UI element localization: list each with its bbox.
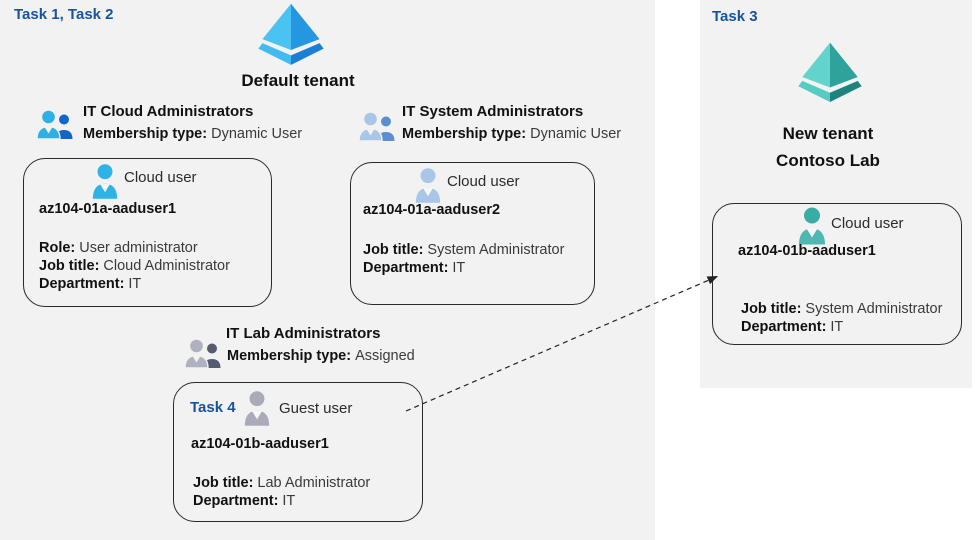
user-name: az104-01b-aaduser1 xyxy=(191,436,329,452)
field-value: IT xyxy=(128,276,142,292)
user-icon-steelblue xyxy=(414,167,442,203)
default-tenant-title: Default tenant xyxy=(241,71,355,90)
user-icon-blue xyxy=(91,163,119,199)
user-card-az104-01a-aaduser1: Cloud user az104-01a-aaduser1 Role:User … xyxy=(23,158,272,307)
field-value: Cloud Administrator xyxy=(103,258,230,274)
field-label: Job title: xyxy=(39,258,100,274)
field-value: IT xyxy=(282,493,296,509)
field-role: Role:User administrator xyxy=(39,240,198,256)
field-label: Role: xyxy=(39,240,76,256)
membership-value: Dynamic User xyxy=(530,126,622,142)
task-3-label: Task 3 xyxy=(712,8,758,25)
membership-value: Dynamic User xyxy=(211,126,303,142)
field-department: Department:IT xyxy=(39,276,141,292)
field-job-title: Job title:Lab Administrator xyxy=(193,475,370,491)
group-title-it-system-admins: IT System Administrators xyxy=(402,103,584,120)
group-membership-it-system-admins: Membership type:Dynamic User xyxy=(402,126,621,142)
membership-label: Membership type: xyxy=(402,126,527,142)
field-value: IT xyxy=(452,260,466,276)
group-title-it-lab-admins: IT Lab Administrators xyxy=(226,325,381,342)
field-value: Lab Administrator xyxy=(257,475,371,491)
field-label: Job title: xyxy=(363,242,424,258)
people-group-icon-gray xyxy=(184,338,222,370)
field-value: System Administrator xyxy=(427,242,565,258)
task-1-2-label: Task 1, Task 2 xyxy=(14,6,114,23)
field-label: Job title: xyxy=(741,301,802,317)
default-tenant-panel xyxy=(0,0,655,540)
field-label: Department: xyxy=(741,319,827,335)
field-department: Department:IT xyxy=(193,493,295,509)
user-name: az104-01a-aaduser1 xyxy=(39,201,177,217)
field-label: Department: xyxy=(39,276,125,292)
field-department: Department:IT xyxy=(363,260,465,276)
user-name: az104-01a-aaduser2 xyxy=(363,202,501,218)
user-card-az104-01a-aaduser2: Cloud user az104-01a-aaduser2 Job title:… xyxy=(350,162,595,305)
guest-user-card-az104-01b-aaduser1: Task 4 Guest user az104-01b-aaduser1 Job… xyxy=(173,382,423,522)
user-type-label: Guest user xyxy=(279,400,353,417)
azure-ad-tenant-icon-blue xyxy=(257,3,325,67)
field-job-title: Job title:System Administrator xyxy=(741,301,942,317)
new-tenant-title-line2: Contoso Lab xyxy=(776,151,880,170)
task-4-label: Task 4 xyxy=(190,399,236,416)
field-value: User administrator xyxy=(79,240,198,256)
user-card-az104-01b-aaduser1-new-tenant: Cloud user az104-01b-aaduser1 Job title:… xyxy=(712,203,962,345)
user-type-label: Cloud user xyxy=(831,215,904,232)
people-group-icon-steelblue xyxy=(358,111,396,143)
field-department: Department:IT xyxy=(741,319,843,335)
field-label: Job title: xyxy=(193,475,254,491)
field-value: IT xyxy=(830,319,844,335)
field-job-title: Job title:System Administrator xyxy=(363,242,564,258)
people-group-icon-blue xyxy=(36,109,74,141)
group-membership-it-cloud-admins: Membership type:Dynamic User xyxy=(83,126,302,142)
membership-label: Membership type: xyxy=(83,126,208,142)
user-name: az104-01b-aaduser1 xyxy=(738,243,876,259)
group-title-it-cloud-admins: IT Cloud Administrators xyxy=(83,103,254,120)
membership-label: Membership type: xyxy=(227,348,352,364)
user-icon-gray xyxy=(243,390,271,426)
new-tenant-title-line1: New tenant xyxy=(782,124,874,143)
field-value: System Administrator xyxy=(805,301,943,317)
field-label: Department: xyxy=(363,260,449,276)
membership-value: Assigned xyxy=(355,348,415,364)
user-type-label: Cloud user xyxy=(124,169,197,186)
field-job-title: Job title:Cloud Administrator xyxy=(39,258,230,274)
user-icon-teal xyxy=(797,206,827,245)
group-membership-it-lab-admins: Membership type:Assigned xyxy=(227,348,415,364)
azure-ad-tenant-icon-teal xyxy=(797,38,863,108)
field-label: Department: xyxy=(193,493,279,509)
user-type-label: Cloud user xyxy=(447,173,520,190)
